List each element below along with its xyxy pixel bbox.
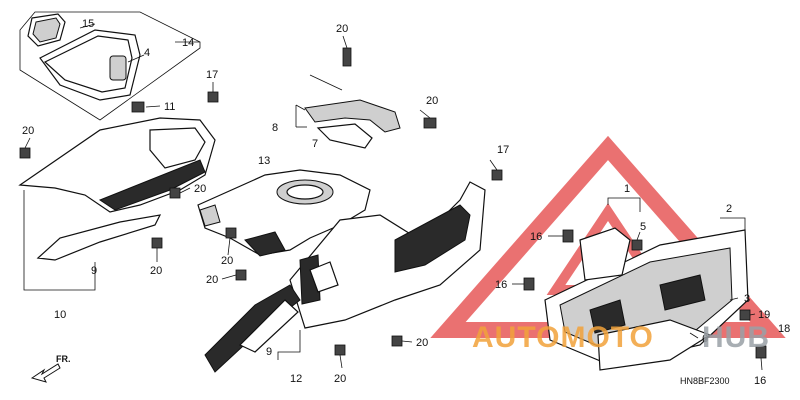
callout-1: 1 bbox=[624, 183, 630, 195]
callout-20-left: 20 bbox=[22, 125, 34, 137]
front-direction-indicator: FR. bbox=[30, 354, 71, 383]
clip-20-left bbox=[19, 147, 31, 159]
callout-4: 4 bbox=[144, 47, 150, 59]
clip-20-center bbox=[225, 227, 237, 239]
watermark-wordmark: AUTOMOTO HUB bbox=[472, 321, 770, 354]
part-10-left-side-cover bbox=[18, 117, 216, 291]
callout-17-right: 17 bbox=[497, 144, 509, 156]
callout-20-bottom-right: 20 bbox=[416, 337, 428, 349]
callout-3: 3 bbox=[744, 293, 750, 305]
fasteners bbox=[19, 47, 767, 359]
callout-6: 6 bbox=[702, 333, 708, 345]
callout-13: 13 bbox=[258, 155, 270, 167]
callout-5: 5 bbox=[640, 221, 646, 233]
clip-20-mid-left bbox=[169, 187, 181, 199]
callout-8: 8 bbox=[272, 122, 278, 134]
front-label: FR. bbox=[56, 354, 71, 364]
callout-15: 15 bbox=[82, 18, 94, 30]
callout-2: 2 bbox=[726, 203, 732, 215]
clip-17-right bbox=[491, 169, 503, 181]
callout-labels: 15 4 14 11 17 20 20 20 9 10 13 20 20 20 … bbox=[22, 18, 790, 387]
clip-20-bottom-right bbox=[391, 335, 403, 347]
callout-20-handle: 20 bbox=[426, 95, 438, 107]
callout-7: 7 bbox=[312, 138, 318, 150]
callout-18: 18 bbox=[778, 323, 790, 335]
clip-20-lower-left bbox=[151, 237, 163, 249]
callout-9-left: 9 bbox=[91, 265, 97, 277]
diagram-code: HN8BF2300 bbox=[680, 376, 730, 386]
callout-16-upper: 16 bbox=[530, 231, 542, 243]
callout-14: 14 bbox=[182, 37, 194, 49]
callout-12: 12 bbox=[290, 373, 302, 385]
callout-16-lower: 16 bbox=[495, 279, 507, 291]
bolt-16-upper bbox=[562, 229, 574, 243]
bolt-16-lower bbox=[523, 277, 535, 291]
callout-17-left: 17 bbox=[206, 69, 218, 81]
callout-10: 10 bbox=[54, 309, 66, 321]
callout-20-bottom: 20 bbox=[334, 373, 346, 385]
leader-lines bbox=[24, 23, 763, 371]
callout-9-right: 9 bbox=[266, 346, 272, 358]
clip-20-bottom bbox=[334, 344, 346, 356]
callout-20-center: 20 bbox=[221, 255, 233, 267]
part-14-rear-panel-assembly bbox=[19, 11, 201, 121]
watermark-text-part2: HUB bbox=[702, 321, 770, 354]
callout-11: 11 bbox=[164, 101, 175, 113]
nut-5 bbox=[631, 239, 643, 251]
grommet-11 bbox=[131, 101, 145, 113]
clip-17-left bbox=[207, 91, 219, 103]
callout-20-lower-left: 20 bbox=[150, 265, 162, 277]
part-8-grab-handle bbox=[304, 74, 401, 149]
callout-20-lower-center: 20 bbox=[206, 274, 218, 286]
part-12-front-cowl bbox=[204, 181, 486, 373]
part-13-center-cover bbox=[197, 169, 371, 257]
callout-20-top: 20 bbox=[336, 23, 348, 35]
washer-19 bbox=[739, 309, 751, 321]
callout-20-mid-left: 20 bbox=[194, 183, 206, 195]
bolt-20-top bbox=[342, 47, 352, 67]
front-arrow-icon bbox=[30, 363, 61, 383]
part-2-right-bracket-assembly bbox=[544, 197, 749, 371]
callout-19: 19 bbox=[758, 309, 770, 321]
bolt-20-handle bbox=[423, 117, 437, 129]
watermark-text-part1: AUTOMOTO bbox=[472, 321, 654, 354]
clip-20-lower-center bbox=[235, 269, 247, 281]
callout-16-right: 16 bbox=[754, 375, 766, 387]
